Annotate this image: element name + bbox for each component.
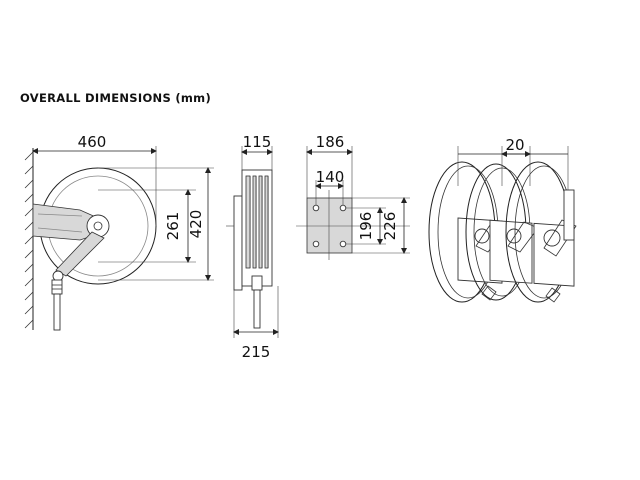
dim-side-top-width: 115 — [243, 133, 272, 151]
reel-2 — [465, 163, 539, 301]
hose-nozzle — [51, 279, 63, 331]
dim-front-total-height: 420 — [187, 210, 205, 239]
wall — [24, 148, 34, 330]
dim-plate-outer-height: 226 — [381, 212, 399, 241]
side-plate — [233, 195, 243, 291]
dim-front-drum-height: 261 — [164, 212, 182, 241]
reel-3 — [505, 161, 577, 303]
dim-plate-hole-width: 140 — [316, 168, 345, 186]
side-hose — [253, 289, 261, 329]
dim-spacing: 20 — [505, 136, 524, 154]
dim-side-bottom-width: 215 — [242, 343, 271, 361]
plate-hole — [339, 240, 347, 248]
hose-arm — [55, 231, 105, 277]
page-heading: OVERALL DIMENSIONS (mm) — [20, 91, 212, 105]
multi-reel-view: 20 — [428, 136, 577, 303]
side-view: 115 215 — [226, 133, 279, 361]
plate-hole — [339, 204, 347, 212]
dim-plate-hole-height: 196 — [357, 212, 375, 241]
dim-front-width: 460 — [78, 133, 107, 151]
front-view: 460 261 420 — [24, 133, 214, 331]
plate-hole — [312, 204, 320, 212]
plate-view: 186 140 196 226 — [296, 133, 410, 260]
plate-hole — [312, 240, 320, 248]
dim-plate-outer-width: 186 — [316, 133, 345, 151]
